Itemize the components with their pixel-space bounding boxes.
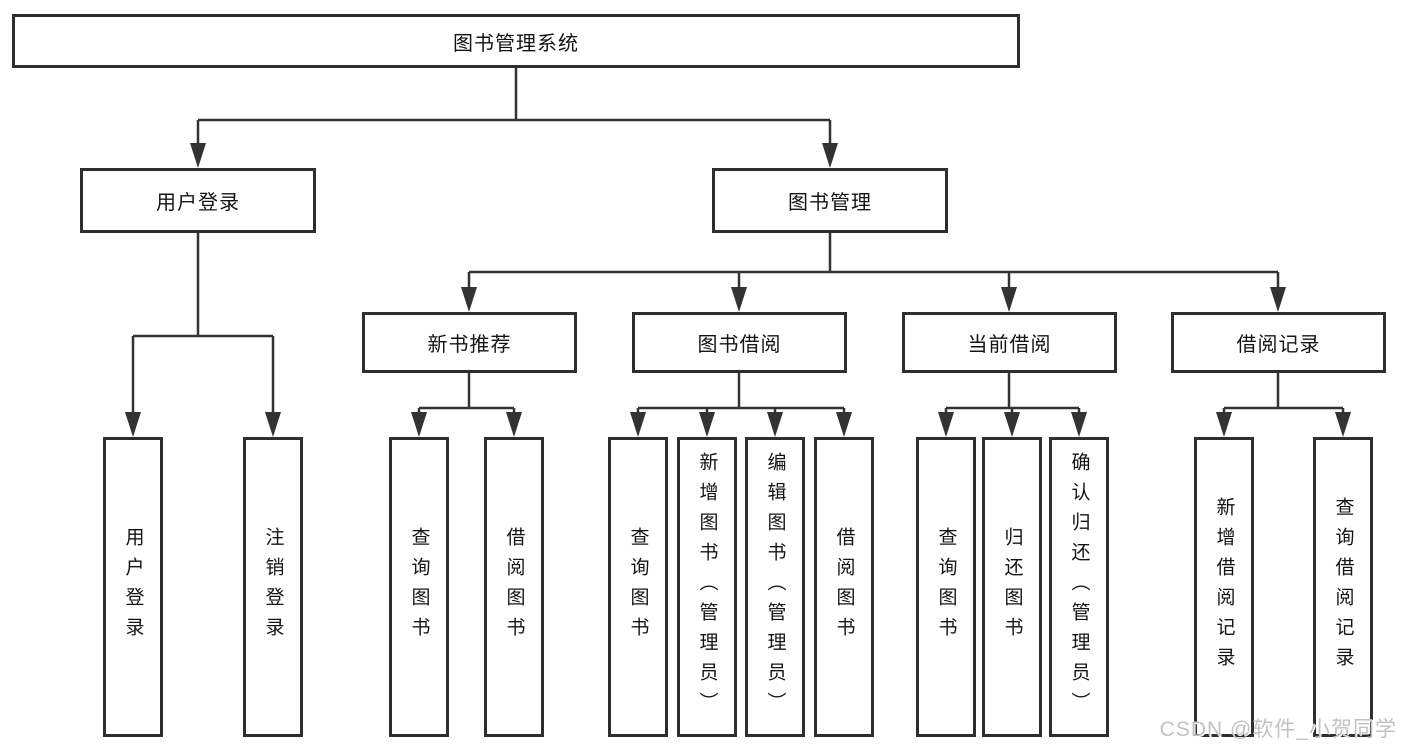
leaf-query-books-recommend: 查询图书 <box>389 437 449 737</box>
node-label: 新书推荐 <box>427 334 512 356</box>
csdn-watermark: CSDN @软件_小贺同学 <box>1159 718 1397 741</box>
leaf-edit-books-admin: 编辑图书（管理员） <box>745 437 805 737</box>
node-label: 归还图书 <box>1001 527 1023 647</box>
node-library-system-root: 图书管理系统 <box>12 14 1020 68</box>
node-borrow-records: 借阅记录 <box>1171 312 1386 373</box>
node-book-borrow: 图书借阅 <box>632 312 847 373</box>
leaf-add-borrow-record: 新增借阅记录 <box>1194 437 1254 737</box>
leaf-logout: 注销登录 <box>243 437 303 737</box>
node-label: 新增图书（管理员） <box>696 452 718 722</box>
leaf-query-books-borrow: 查询图书 <box>608 437 668 737</box>
node-label: 查询图书 <box>935 527 957 647</box>
leaf-user-login: 用户登录 <box>103 437 163 737</box>
node-label: 图书管理系统 <box>453 32 579 55</box>
leaf-borrow-books: 借阅图书 <box>814 437 874 737</box>
node-label: 查询借阅记录 <box>1332 497 1354 677</box>
leaf-add-books-admin: 新增图书（管理员） <box>677 437 737 737</box>
leaf-query-borrow-record: 查询借阅记录 <box>1313 437 1373 737</box>
node-label: 借阅图书 <box>833 527 855 647</box>
leaf-borrow-books-recommend: 借阅图书 <box>484 437 544 737</box>
node-label: 借阅记录 <box>1236 334 1321 356</box>
node-label: 查询图书 <box>408 527 430 647</box>
node-label: 确认归还（管理员） <box>1068 452 1090 722</box>
node-label: 图书管理 <box>788 192 872 214</box>
node-label: 借阅图书 <box>503 527 525 647</box>
node-label: 用户登录 <box>156 192 240 214</box>
node-current-borrow: 当前借阅 <box>902 312 1117 373</box>
node-label: 注销登录 <box>262 527 284 647</box>
node-label: 查询图书 <box>627 527 649 647</box>
node-label: 编辑图书（管理员） <box>764 452 786 722</box>
node-book-management: 图书管理 <box>712 168 948 233</box>
leaf-return-books: 归还图书 <box>982 437 1042 737</box>
node-user-login: 用户登录 <box>80 168 316 233</box>
node-new-book-recommend: 新书推荐 <box>362 312 577 373</box>
node-label: 图书借阅 <box>697 334 782 356</box>
node-label: 新增借阅记录 <box>1213 497 1235 677</box>
leaf-confirm-return-admin: 确认归还（管理员） <box>1049 437 1109 737</box>
node-label: 用户登录 <box>122 527 144 647</box>
node-label: 当前借阅 <box>967 334 1052 356</box>
leaf-query-books-current: 查询图书 <box>916 437 976 737</box>
